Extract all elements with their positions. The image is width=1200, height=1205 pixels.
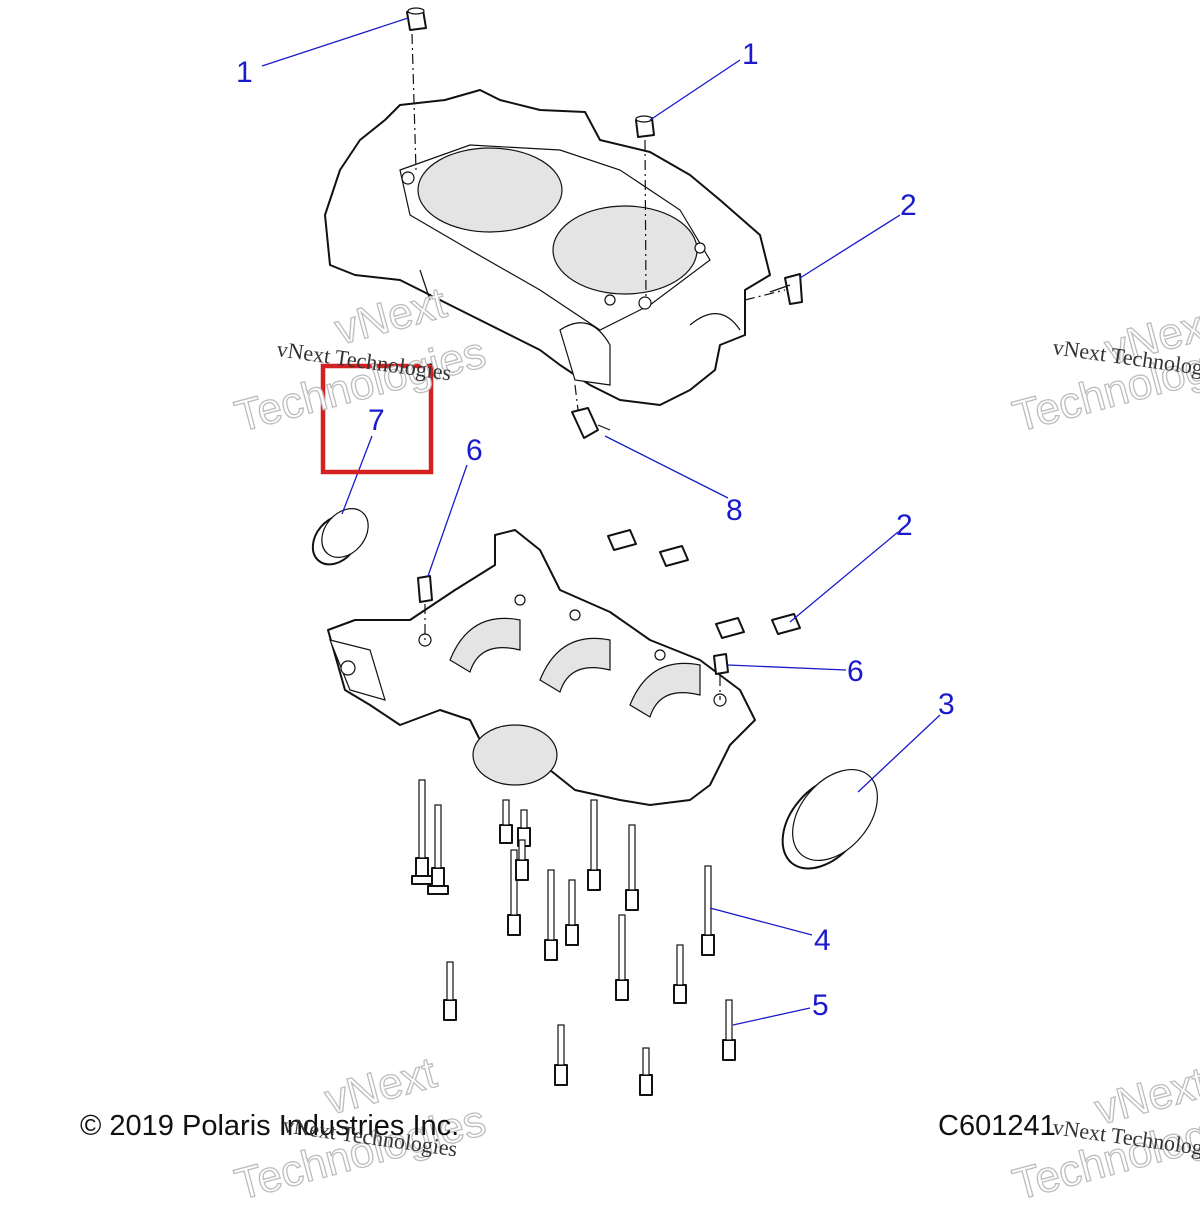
callout-1-left: 1 — [236, 56, 253, 89]
dowel-pin-lower-left — [417, 575, 433, 603]
copyright-text: © 2019 Polaris Industries Inc. — [80, 1110, 459, 1142]
dowel-pin-top-left — [406, 7, 427, 31]
callout-1-right: 1 — [742, 38, 759, 71]
leader-lines — [261, 17, 941, 1026]
callout-4: 4 — [814, 924, 831, 957]
callout-5: 5 — [812, 989, 829, 1022]
crank-seal — [311, 508, 369, 566]
callout-8: 8 — [726, 494, 743, 527]
dowel-pin-lower-right — [713, 653, 729, 675]
fitting-bottom-upper — [571, 407, 611, 439]
callout-7: 7 — [368, 404, 385, 437]
dowel-pin-top-right — [635, 115, 655, 138]
fittings-lower — [607, 529, 801, 639]
highlight-box — [320, 363, 434, 475]
callout-2-lower: 2 — [896, 509, 913, 542]
upper-crankcase — [324, 89, 771, 406]
callout-3: 3 — [938, 688, 955, 721]
bolt-set — [411, 779, 736, 1096]
figure-code: C601241 — [938, 1110, 1056, 1142]
callout-6-upper: 6 — [466, 434, 483, 467]
crank-seal-large — [781, 768, 878, 870]
callout-labels: 1 1 2 2 3 4 5 6 6 7 8 — [236, 38, 955, 1022]
lower-crankcase — [327, 529, 756, 806]
callout-2-upper: 2 — [900, 189, 917, 222]
watermark-right: vNext Technologies vNext Technologies — [1007, 298, 1200, 443]
fitting-upper — [769, 273, 803, 305]
callout-6-lower: 6 — [847, 655, 864, 688]
